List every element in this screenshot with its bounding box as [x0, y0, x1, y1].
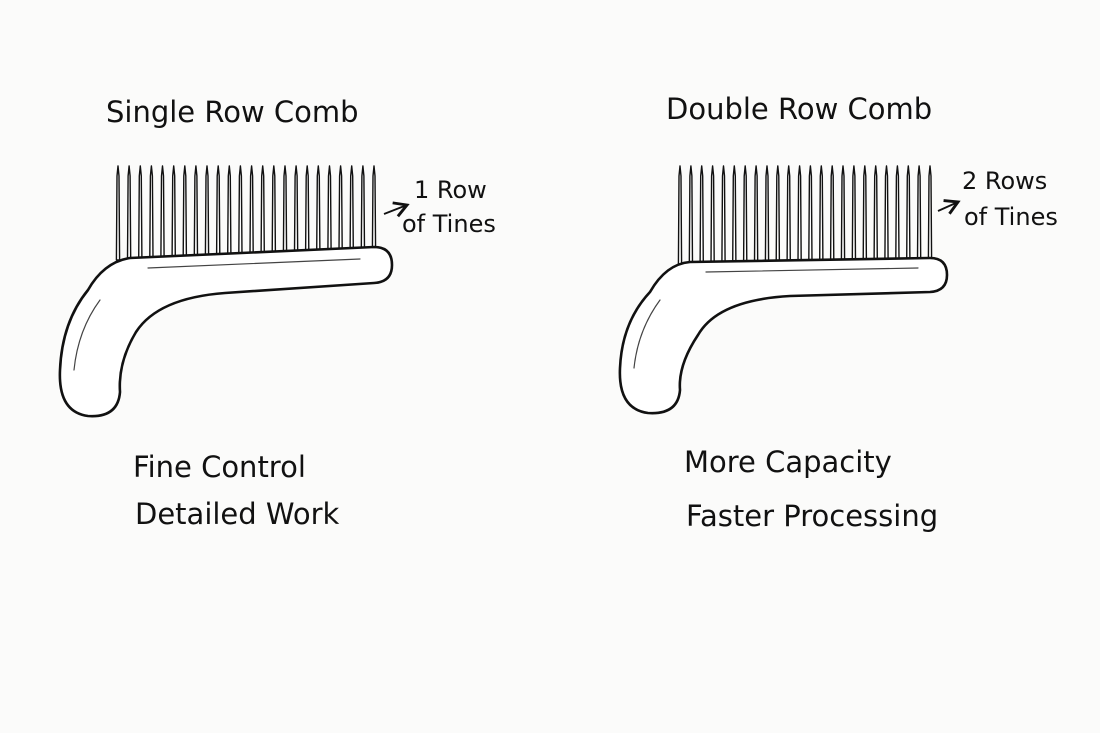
double-row-tine-label-line1: 2 Rows — [962, 167, 1048, 195]
tine — [204, 165, 210, 258]
tine — [710, 165, 715, 266]
single-row-tine-label-line2: of Tines — [402, 210, 496, 238]
tine — [115, 165, 121, 261]
tine — [249, 165, 254, 256]
tine — [360, 165, 366, 252]
tine — [338, 165, 343, 253]
tine — [182, 165, 188, 259]
double-row-tine-label-line2: of Tines — [964, 203, 1058, 231]
tine — [721, 165, 726, 266]
tine — [149, 165, 154, 260]
tine — [688, 165, 694, 267]
tine — [271, 165, 277, 255]
tine — [927, 165, 933, 261]
tine — [786, 165, 791, 265]
tine — [227, 165, 232, 257]
tine — [829, 165, 835, 264]
tine — [851, 165, 857, 263]
tine — [873, 165, 878, 263]
tine-label-arrow-right — [937, 199, 961, 215]
tine — [138, 165, 143, 260]
tine — [282, 165, 288, 255]
single-row-feature-1: Fine Control — [133, 450, 306, 484]
double-row-comb — [618, 165, 961, 415]
tine — [316, 165, 321, 253]
tine — [884, 165, 889, 262]
tine — [797, 165, 802, 264]
tine — [238, 165, 243, 256]
tine-label-arrow-left — [383, 201, 410, 218]
handle-highlight-right-curve — [633, 299, 661, 369]
double-row-feature-1: More Capacity — [684, 445, 892, 479]
tine — [808, 165, 813, 264]
handle-highlight-right — [705, 267, 919, 273]
tine — [215, 165, 221, 257]
comb-handle-left — [58, 245, 394, 418]
tine — [764, 165, 770, 265]
tine — [126, 165, 132, 261]
handle-highlight-left — [147, 258, 361, 269]
single-row-comb — [58, 165, 410, 418]
tine — [293, 165, 299, 254]
single-row-title: Single Row Comb — [106, 95, 359, 129]
comb-handle-right — [618, 256, 949, 415]
tine — [677, 165, 683, 267]
double-row-feature-2: Faster Processing — [686, 499, 939, 533]
tine — [699, 165, 704, 267]
single-row-tine-label-line1: 1 Row — [414, 176, 487, 204]
tine — [906, 165, 911, 262]
double-row-title: Double Row Comb — [666, 92, 933, 126]
tine — [753, 165, 759, 265]
tine — [193, 165, 199, 258]
tine — [349, 165, 354, 252]
tine — [327, 165, 332, 253]
single-row-feature-2: Detailed Work — [135, 497, 340, 531]
tine — [732, 165, 737, 266]
tine — [742, 165, 748, 266]
tine — [371, 165, 377, 251]
tine — [916, 165, 922, 261]
tine — [840, 165, 846, 263]
tine — [260, 165, 265, 256]
tines-single-row — [115, 165, 377, 261]
tine — [819, 165, 824, 264]
tine — [171, 165, 176, 259]
tine — [862, 165, 868, 263]
tine — [775, 165, 781, 265]
handle-highlight-left-curve — [73, 299, 101, 371]
tines-double-row — [677, 165, 933, 267]
tine — [895, 165, 900, 262]
tine — [160, 165, 165, 259]
tine — [304, 165, 310, 254]
